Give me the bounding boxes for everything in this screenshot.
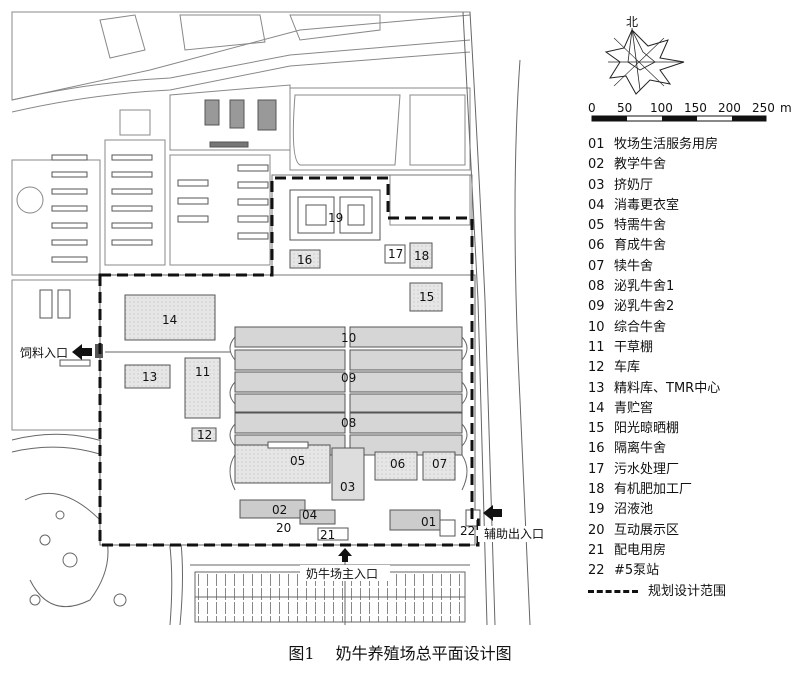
building-04 — [299, 509, 336, 525]
arrow-up-icon — [338, 548, 352, 562]
barn-rows — [234, 326, 463, 456]
scale-tick: 200 — [718, 101, 741, 115]
zone-label-21: 21 — [320, 528, 335, 542]
building-13 — [124, 364, 171, 389]
zone-label-09: 09 — [341, 371, 356, 385]
zone-label-05: 05 — [290, 454, 305, 468]
scale-unit: m — [780, 101, 792, 115]
zone-label-19: 19 — [328, 211, 343, 225]
dashed-line-icon — [588, 589, 638, 593]
entrance-main: 奶牛场主入口 — [300, 548, 390, 581]
figure-caption: 图1 奶牛养殖场总平面设计图 — [0, 640, 800, 664]
entrance-feed-label: 饲料入口 — [20, 346, 68, 360]
zone-label-13: 13 — [142, 370, 157, 384]
scale-tick: 0 — [588, 101, 596, 115]
arrow-left-icon — [483, 505, 502, 521]
zone-label-17: 17 — [388, 247, 403, 261]
entrance-aux-label: 辅助出入口 — [484, 527, 544, 541]
building-18 — [409, 242, 433, 269]
arrow-right-icon — [72, 344, 92, 360]
entrance-main-label: 奶牛场主入口 — [306, 566, 378, 581]
scale-tick: 250 — [752, 101, 775, 115]
context-buildings — [39, 99, 277, 367]
building-14 — [124, 294, 216, 341]
zone-label-01: 01 — [421, 515, 436, 529]
building-05 — [234, 444, 331, 484]
zone-label-04: 04 — [302, 508, 317, 522]
zone-label-07: 07 — [432, 457, 447, 471]
zone-label-12: 12 — [197, 428, 212, 442]
barn-loops — [229, 336, 468, 491]
building-02 — [239, 499, 306, 519]
zone-labels: 01 02 03 04 05 06 07 08 09 10 11 12 13 1… — [142, 211, 475, 542]
figure-number: 图1 — [288, 644, 315, 663]
entrance-feed: 饲料入口 — [20, 344, 92, 360]
wind-rose: 北 — [604, 15, 685, 95]
zone-label-02: 02 — [272, 503, 287, 517]
legend-item: 22#5泵站 — [588, 563, 660, 579]
building-21 — [317, 527, 349, 541]
scale-bar — [591, 115, 767, 122]
figure-title: 奶牛养殖场总平面设计图 — [335, 644, 512, 663]
building-06 — [374, 451, 418, 481]
building-17 — [384, 244, 406, 264]
building-12 — [191, 427, 217, 442]
buildings — [124, 242, 481, 541]
legend-item-boundary: 规划设计范围 — [588, 582, 793, 602]
entrance-aux: 辅助出入口 — [478, 505, 550, 542]
zone-label-08: 08 — [341, 416, 356, 430]
zone-label-20: 20 — [276, 521, 291, 535]
building-15 — [409, 282, 443, 312]
building-07 — [422, 451, 456, 481]
building-11 — [184, 357, 221, 419]
lagoon-19 — [289, 189, 381, 241]
scale-tick: 150 — [684, 101, 707, 115]
zone-label-18: 18 — [414, 249, 429, 263]
scale-tick: 50 — [617, 101, 633, 115]
zone-label-22: 22 — [460, 524, 475, 538]
zone-label-10: 10 — [341, 331, 356, 345]
north-label: 北 — [626, 15, 638, 29]
zone-label-16: 16 — [297, 253, 312, 267]
zone-label-15: 15 — [419, 290, 434, 304]
zone-label-06: 06 — [390, 457, 405, 471]
zone-label-03: 03 — [340, 480, 355, 494]
scale-tick: 100 — [650, 101, 673, 115]
zone-label-11: 11 — [195, 365, 210, 379]
east-road — [462, 11, 531, 626]
building-03 — [331, 447, 365, 501]
zone-label-14: 14 — [162, 313, 177, 327]
building-16 — [289, 249, 321, 269]
